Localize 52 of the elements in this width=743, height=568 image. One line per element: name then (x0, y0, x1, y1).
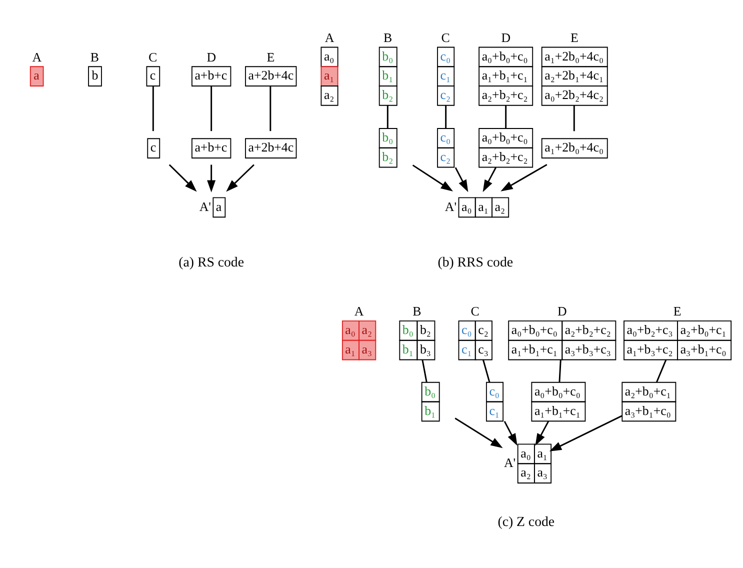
node-box: b (88, 66, 102, 86)
node-label: C (148, 48, 158, 64)
node-label: E (673, 303, 682, 318)
node-box: c (147, 138, 160, 158)
arrow (535, 420, 550, 446)
arrow (168, 164, 197, 192)
connector (152, 86, 154, 131)
arrow (412, 164, 453, 191)
arrow (504, 420, 518, 446)
label: (c) Z code (498, 513, 555, 528)
label: (b) RRS code (438, 254, 513, 269)
arrow (482, 166, 496, 192)
node-label: B (384, 29, 392, 44)
connector (656, 358, 667, 382)
connector (482, 358, 490, 382)
node-box: a₁+2b₀+4c₀ (541, 138, 608, 158)
node-label: E (570, 29, 578, 44)
node-box: a+b+c (191, 66, 232, 86)
node-label: D (206, 48, 216, 64)
arrow (207, 164, 216, 192)
label: (a) RS code (178, 254, 244, 269)
node-label: A' (504, 454, 516, 470)
node-box: c (146, 66, 160, 86)
connector (558, 359, 562, 382)
node-label: C (470, 303, 480, 318)
node-label: B (412, 303, 422, 318)
node-label: E (266, 48, 275, 64)
connector (270, 86, 272, 131)
node-label: B (90, 48, 99, 64)
arrow (454, 417, 503, 448)
arrow (549, 414, 622, 451)
connector (210, 86, 212, 131)
node-label: A (32, 48, 42, 64)
node-box: a+b+c (191, 138, 232, 158)
arrow (500, 163, 548, 191)
node-box: a+2b+4c (245, 138, 297, 158)
node-label: D (501, 29, 511, 44)
arrow (454, 166, 468, 192)
arrow (226, 164, 254, 192)
connector (573, 104, 575, 131)
node-box: a+2b+4c (245, 66, 297, 86)
node-label: C (441, 29, 450, 44)
node-label: A' (444, 198, 457, 214)
node-label: A (354, 303, 364, 318)
node-box: a (212, 196, 226, 218)
node-label: D (558, 303, 567, 318)
connector (445, 104, 447, 128)
connector (386, 104, 388, 128)
node-label: A' (199, 198, 211, 214)
connector (422, 358, 428, 382)
connector (505, 104, 507, 128)
node-label: A (324, 29, 334, 44)
